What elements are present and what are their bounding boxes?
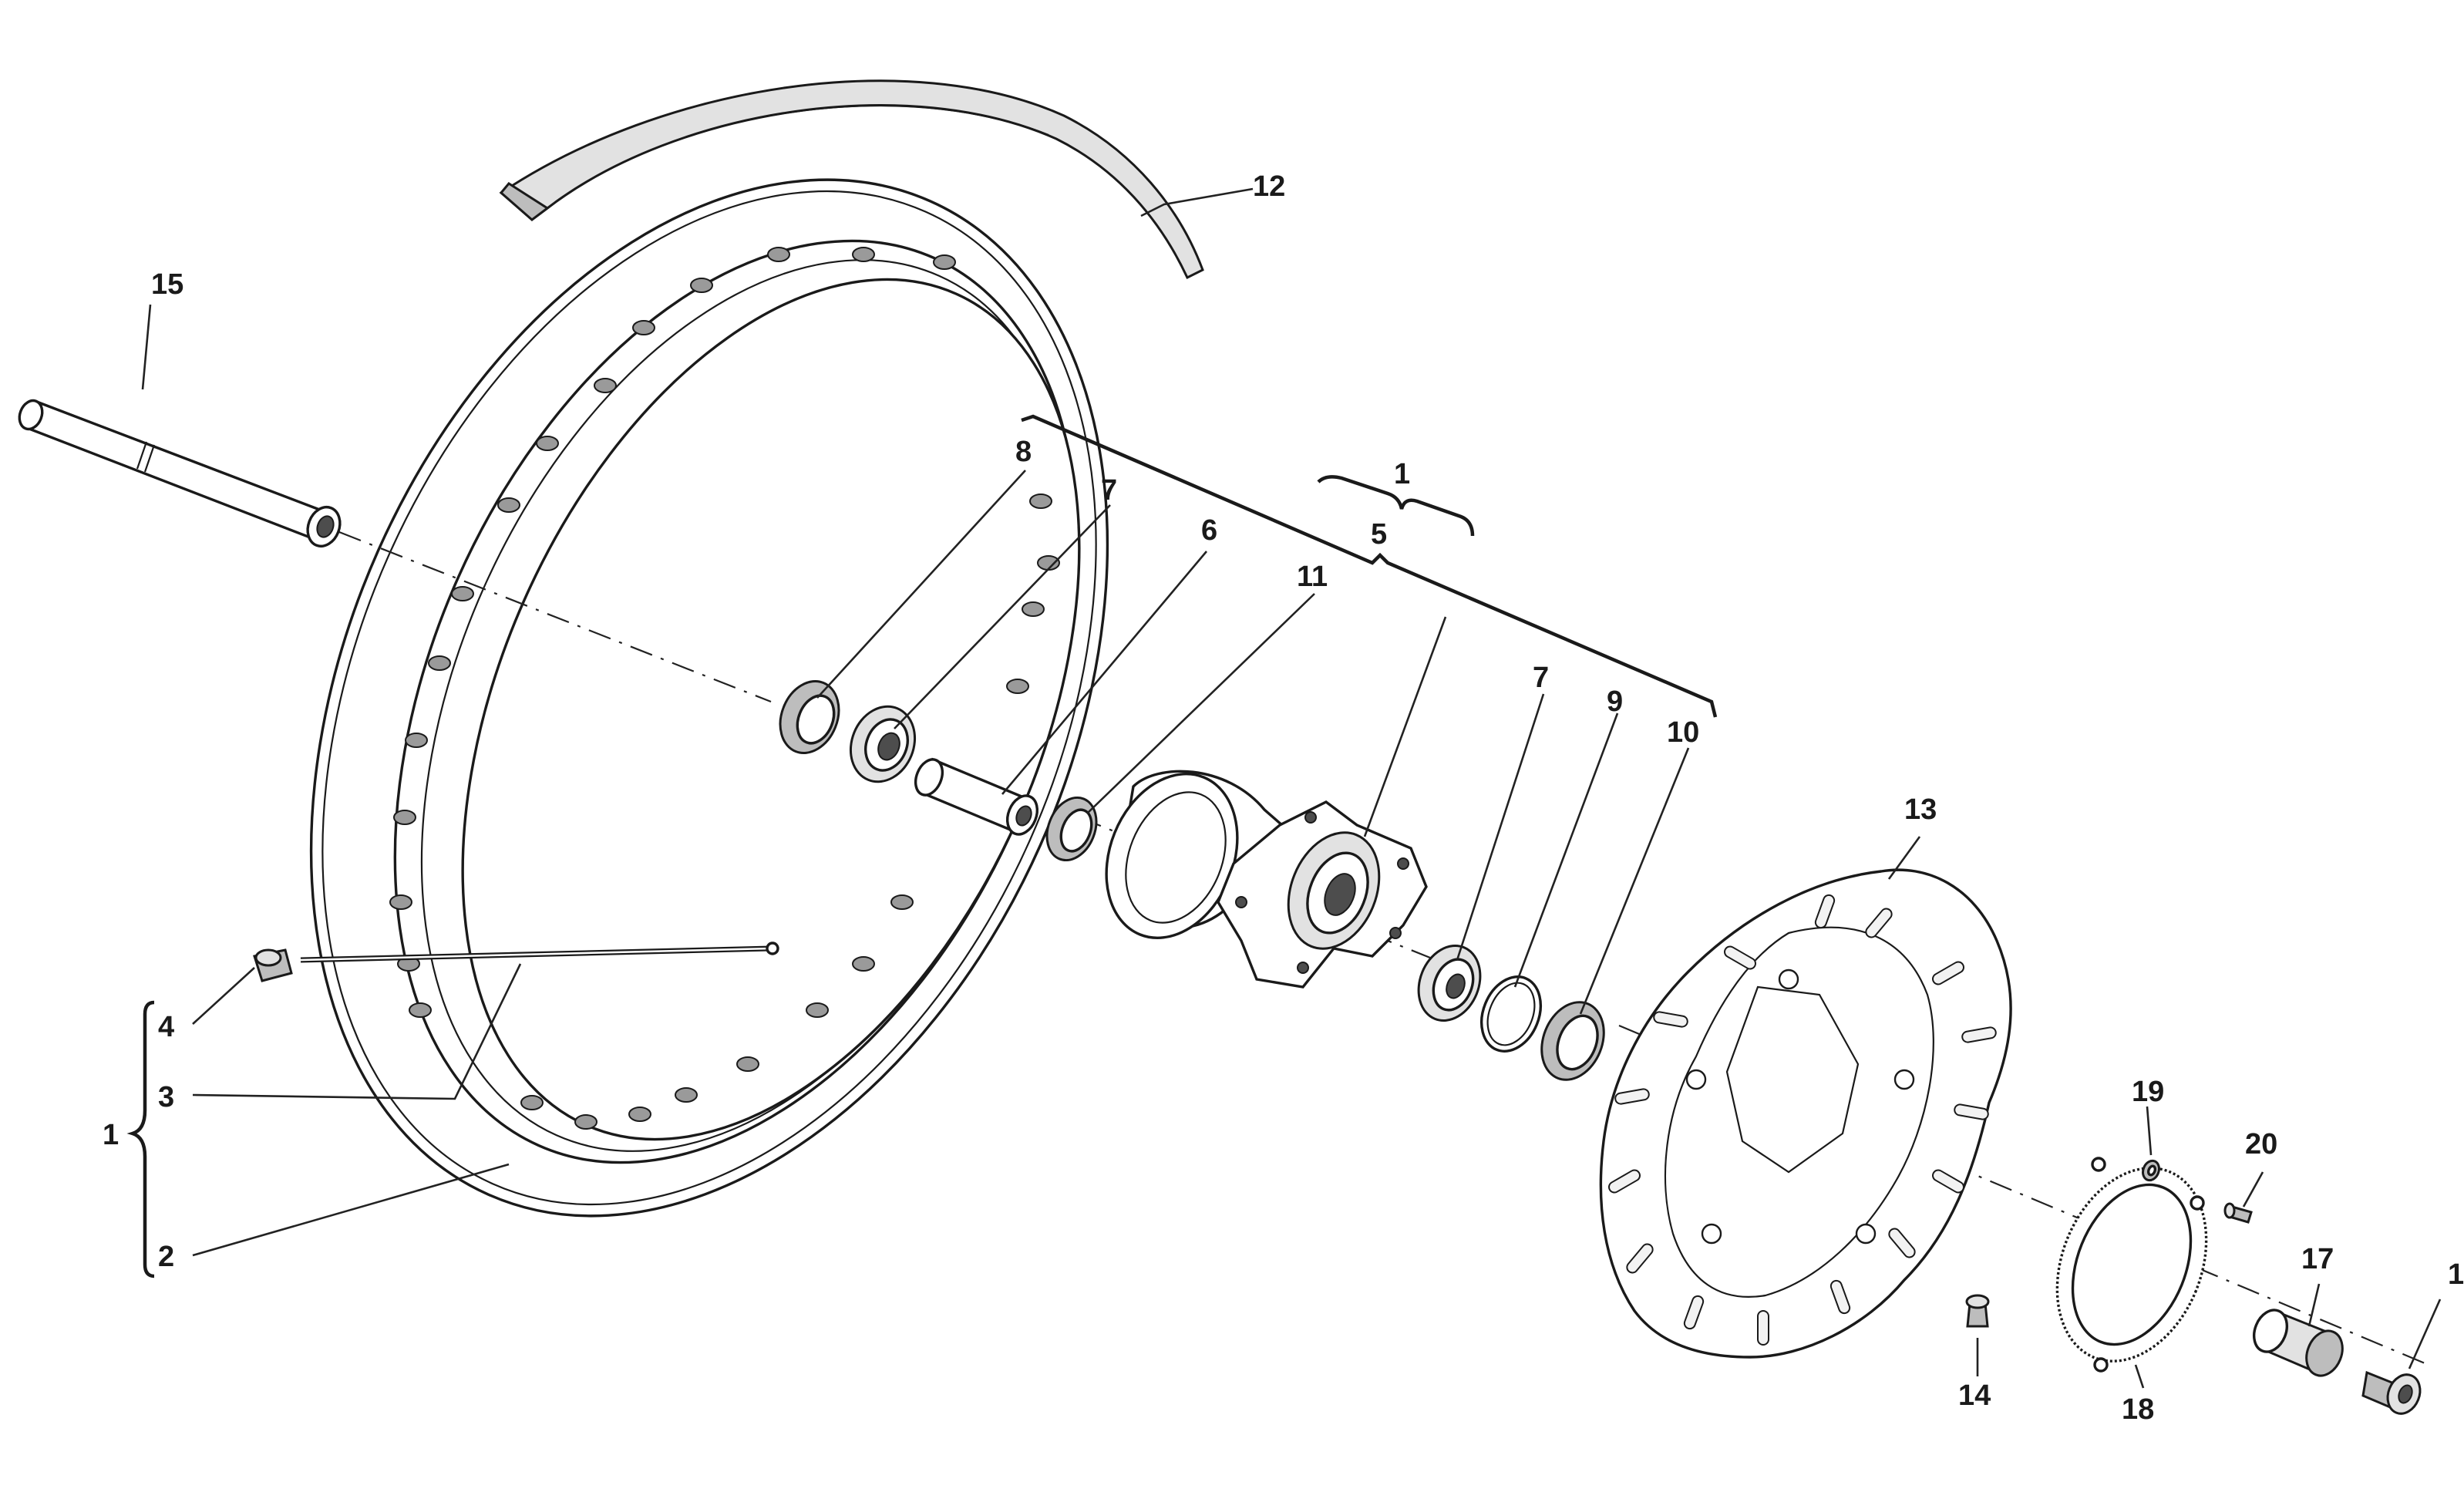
axle-spacer-right: [2252, 1309, 2344, 1377]
part-labels: 12 15 1 8 7 6 11 5 7 9 10 13 19 20 17 1 …: [103, 170, 2464, 1426]
label-11: 11: [1297, 561, 1328, 593]
spoke-holes: [389, 247, 1060, 1130]
axle-bolt: [2361, 1370, 2422, 1415]
label-16: 1: [2448, 1258, 2464, 1291]
phonic-wheel: [2055, 1157, 2208, 1373]
axle: [18, 399, 342, 548]
brake-disc: [1599, 868, 2012, 1359]
seal-left: [779, 679, 840, 755]
label-7-right: 7: [1533, 662, 1549, 694]
rim: [309, 178, 1109, 1218]
label-1-left: 1: [103, 1119, 119, 1151]
label-8: 8: [1015, 436, 1032, 468]
label-19: 19: [2132, 1076, 2164, 1108]
label-14: 14: [1958, 1379, 1991, 1412]
bearing-right: [1417, 945, 1482, 1022]
label-1-top: 1: [1394, 458, 1410, 490]
label-9: 9: [1607, 685, 1623, 718]
sensor-screw: [2223, 1202, 2253, 1224]
spoke-nipple: [253, 948, 293, 982]
label-17: 17: [2301, 1243, 2334, 1275]
label-3: 3: [158, 1081, 174, 1113]
label-7-left: 7: [1101, 474, 1117, 507]
label-20: 20: [2245, 1128, 2277, 1160]
label-12: 12: [1253, 170, 1285, 203]
label-5: 5: [1371, 518, 1387, 551]
label-15: 15: [151, 268, 183, 301]
spoke: [300, 942, 779, 963]
sensor-washer: [2142, 1159, 2160, 1182]
rim-tape: [499, 79, 1204, 280]
label-2: 2: [158, 1241, 174, 1273]
label-6: 6: [1201, 514, 1217, 547]
disc-screw: [1965, 1294, 1990, 1328]
hub: [1105, 770, 1428, 989]
hub-kit-bracket: [1021, 414, 1718, 718]
label-10: 10: [1667, 716, 1699, 749]
leader-lines: [141, 187, 2442, 1389]
circlip: [1480, 975, 1542, 1053]
label-13: 13: [1904, 793, 1937, 826]
kit-brace-top: [1317, 475, 1475, 537]
label-4: 4: [158, 1011, 174, 1043]
spacer: [914, 757, 1039, 836]
seal-right: [1540, 1001, 1605, 1081]
label-18: 18: [2122, 1393, 2154, 1426]
kit-brace-left: [126, 1000, 155, 1278]
seal-spacer: [1045, 796, 1098, 862]
